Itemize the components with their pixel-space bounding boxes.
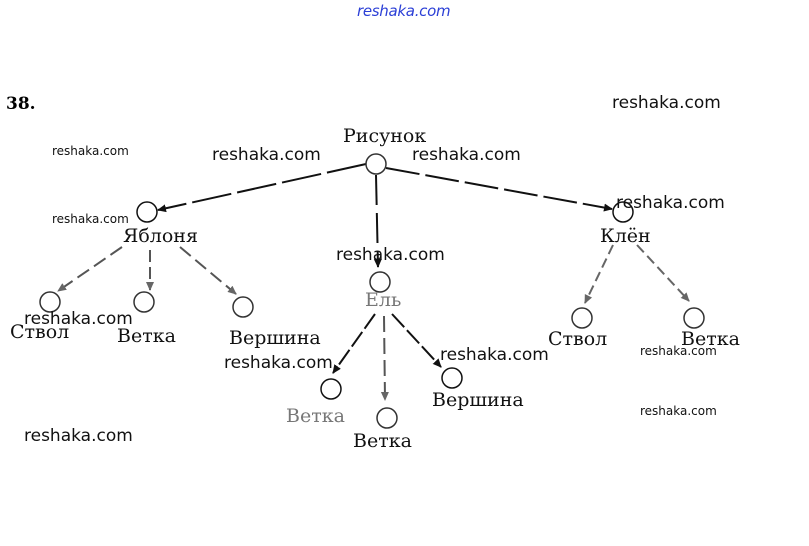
task-number: 38. (6, 94, 36, 114)
label-branch-2-child-1: Ветка (286, 405, 345, 427)
edge-root-to-branch-1 (157, 163, 367, 213)
watermark: reshaka.com (640, 344, 717, 358)
node-branch-3-child-1 (571, 307, 593, 329)
node-root (365, 153, 387, 175)
edge-branch-1-child-3 (179, 246, 237, 295)
edge-branch-3-child-2 (636, 244, 690, 302)
node-branch-1 (136, 201, 158, 223)
edge-branch-2-child-3 (391, 313, 442, 368)
node-branch-2-child-2 (376, 407, 398, 429)
label-branch-1: Яблоня (123, 225, 198, 247)
label-branch-3: Клён (600, 225, 651, 247)
watermark: reshaka.com (612, 93, 721, 113)
label-branch-2-child-3: Вершина (432, 389, 524, 411)
node-branch-1-child-1 (39, 291, 61, 313)
edge-branch-3-child-1 (584, 244, 614, 304)
watermark: reshaka.com (52, 144, 129, 158)
edge-branch-2-child-1 (332, 313, 376, 374)
node-branch-3 (612, 201, 634, 223)
label-branch-1-child-3: Вершина (229, 327, 321, 349)
label-branch-3-child-1: Ствол (548, 328, 607, 350)
watermark: reshaka.com (412, 145, 521, 165)
edge-branch-1-child-1 (57, 246, 123, 292)
label-root: Рисунок (343, 125, 426, 147)
watermark: reshaka.com (52, 212, 129, 226)
edge-branch-2-child-2 (380, 315, 389, 401)
node-branch-3-child-2 (683, 307, 705, 329)
watermark: reshaka.com (616, 193, 725, 213)
node-branch-1-child-2 (133, 291, 155, 313)
watermark: reshaka.com (212, 145, 321, 165)
label-branch-2-child-2: Ветка (353, 430, 412, 452)
watermark: reshaka.com (440, 345, 549, 365)
watermark: reshaka.com (24, 426, 133, 446)
watermark: reshaka.com (336, 245, 445, 265)
node-branch-2 (369, 271, 391, 293)
watermark-top: reshaka.com (357, 2, 451, 20)
label-branch-1-child-1: Ствол (10, 321, 69, 343)
node-branch-2-child-1 (320, 378, 342, 400)
watermark: reshaka.com (640, 404, 717, 418)
node-branch-1-child-3 (232, 296, 254, 318)
edge-root-to-branch-2 (373, 174, 382, 268)
label-branch-3-child-2: Ветка (681, 328, 740, 350)
watermark: reshaka.com (224, 353, 333, 373)
watermark: reshaka.com (24, 309, 133, 329)
label-branch-2: Ель (365, 289, 401, 311)
edge-root-to-branch-3 (385, 167, 613, 212)
label-branch-1-child-2: Ветка (117, 325, 176, 347)
node-branch-2-child-3 (441, 367, 463, 389)
